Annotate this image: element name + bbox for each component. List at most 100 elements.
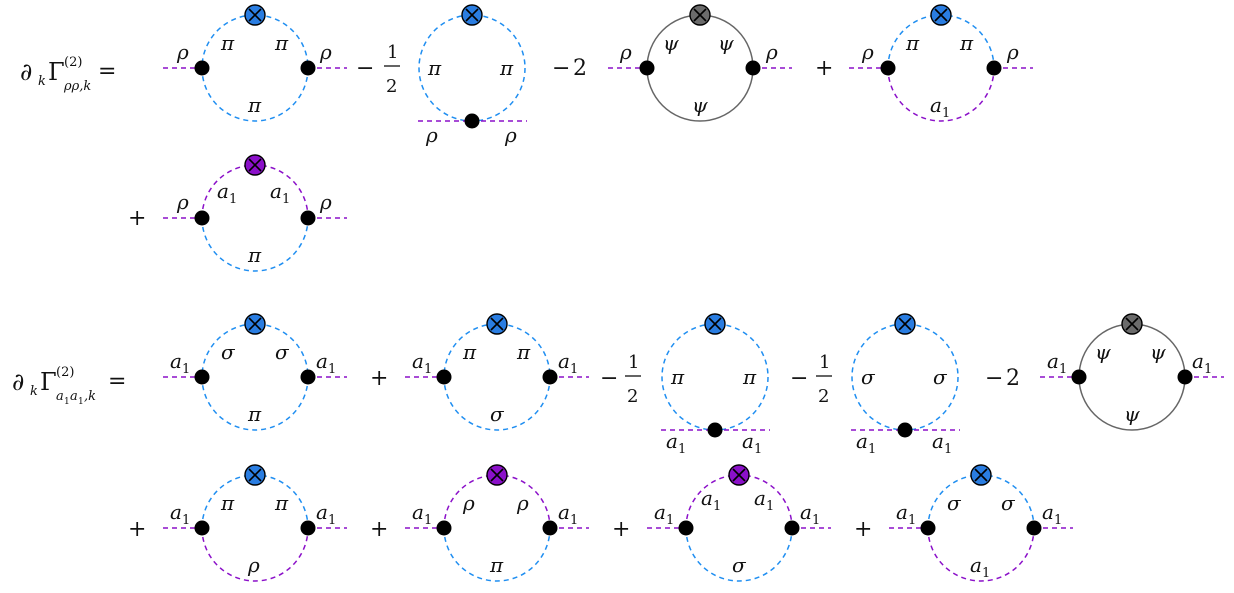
label-top-right: σ (275, 340, 290, 364)
label-top-right: π (274, 491, 289, 515)
coefficient-two: 2 (1006, 366, 1020, 391)
vertex (194, 520, 210, 536)
label-top-left: ψ (1095, 340, 1111, 364)
lhs-a1-a1: ∂ k Γ (2) a 1 a 1 ,k = (12, 365, 126, 407)
label-right-subscript: 1 (1204, 362, 1212, 377)
label-left: a (170, 349, 182, 373)
regulator-insertion-icon (1121, 313, 1143, 335)
regulator-insertion-icon (704, 313, 726, 335)
label-top-left: σ (221, 340, 236, 364)
label-left-subscript: 1 (1059, 362, 1067, 377)
label-top-left-subscript: 1 (713, 499, 721, 514)
label-bottom-left: ρ (425, 123, 438, 147)
label-bottom: π (247, 402, 262, 426)
label-bottom: ψ (1124, 402, 1140, 426)
label-bottom: a (930, 93, 942, 117)
diagram-rho-pion-a1: ρ ρ π π a 1 (849, 4, 1033, 122)
gamma-subscript-a: a (56, 389, 64, 404)
gamma-subscript: ρρ,k (63, 79, 91, 94)
vertex (1071, 369, 1087, 385)
fraction-denominator: 2 (627, 386, 638, 407)
label-top-left: a (701, 486, 713, 510)
vertex (300, 520, 316, 536)
vertex (745, 60, 761, 76)
diagram-rho-a1-pion: ρ ρ a 1 a 1 π (163, 154, 347, 272)
label-left: a (654, 500, 666, 524)
label-right: ρ (1006, 40, 1019, 64)
sigma-arc (685, 527, 793, 582)
vertex (194, 60, 210, 76)
minus-sign: − (600, 366, 618, 391)
label-top-left: π (220, 491, 235, 515)
label-top-right: a (754, 486, 766, 510)
regulator-insertion-icon (461, 4, 483, 26)
regulator-insertion-icon (244, 464, 266, 486)
label-bottom: π (489, 553, 504, 577)
label-right: a (1192, 349, 1204, 373)
vertex (300, 60, 316, 76)
fraction-denominator: 2 (818, 386, 829, 407)
plus-sign: + (815, 56, 833, 81)
label-bottom: σ (732, 553, 747, 577)
gamma-superscript: (2) (64, 55, 82, 70)
label-top-right: π (959, 31, 974, 55)
regulator-insertion-icon (486, 464, 508, 486)
plus-sign: + (370, 517, 388, 542)
plus-sign: + (612, 517, 630, 542)
regulator-insertion-icon (930, 4, 952, 26)
equals-sign: = (108, 369, 126, 394)
plus-sign: + (854, 517, 872, 542)
label-left: ρ (176, 190, 189, 214)
vertex (194, 210, 210, 226)
label-right: π (742, 365, 757, 389)
regulator-insertion-icon (244, 4, 266, 26)
label-bottom: σ (490, 402, 505, 426)
label-left: a (412, 349, 424, 373)
label-top-left: π (220, 31, 235, 55)
a1-arc (927, 527, 1035, 582)
label-top-left: π (905, 31, 920, 55)
vertex (300, 210, 316, 226)
regulator-insertion-icon (244, 313, 266, 335)
vertex (542, 520, 558, 536)
label-right: a (800, 500, 812, 524)
vertex (639, 60, 655, 76)
diagram-rho-tadpole-pion: π π ρ ρ (418, 4, 527, 147)
diagram-rho-pion-pion: ρ ρ π π π (163, 4, 347, 122)
label-right: a (316, 500, 328, 524)
minus-sign: − (356, 56, 374, 81)
label-top-left: σ (947, 491, 962, 515)
diagram-a1-sigma-pion: a 1 a 1 σ σ π (163, 313, 347, 431)
rho-arc (201, 527, 309, 582)
label-top-right-subscript: 1 (282, 192, 290, 207)
label-bottom-right: a (932, 429, 944, 453)
coefficient-minus-two: − 2 (552, 56, 587, 81)
equation-a1-a1: ∂ k Γ (2) a 1 a 1 ,k = a 1 a 1 σ σ π (12, 313, 1224, 582)
vertex (1177, 369, 1193, 385)
regulator-insertion-icon (894, 313, 916, 335)
pion-arc (201, 217, 309, 272)
gamma-subscript-1: 1 (64, 397, 70, 407)
label-bottom: ρ (247, 553, 260, 577)
label-bottom-left-subscript: 1 (678, 442, 686, 457)
label-right-subscript: 1 (570, 513, 578, 528)
diagram-a1-rho-pion: a 1 a 1 ρ ρ π (405, 464, 589, 582)
label-right: a (558, 349, 570, 373)
vertex (436, 520, 452, 536)
label-left: ρ (176, 40, 189, 64)
partial-symbol: ∂ (20, 58, 32, 86)
label-right: ρ (319, 190, 332, 214)
diagram-a1-a1-sigma: a 1 a 1 a 1 a 1 σ (647, 464, 831, 582)
label-bottom: π (247, 243, 262, 267)
label-top-right: σ (1001, 491, 1016, 515)
fraction-numerator: 1 (819, 352, 830, 373)
label-left: a (1047, 349, 1059, 373)
vertex (542, 369, 558, 385)
fraction-numerator: 1 (387, 42, 398, 63)
label-top-right: π (516, 340, 531, 364)
diagram-a1-pion-sigma: a 1 a 1 π π σ (405, 313, 589, 431)
vertex (920, 520, 936, 536)
gamma-subscript-2: 1 (78, 397, 84, 407)
coefficient-minus-two: − 2 (985, 366, 1020, 391)
